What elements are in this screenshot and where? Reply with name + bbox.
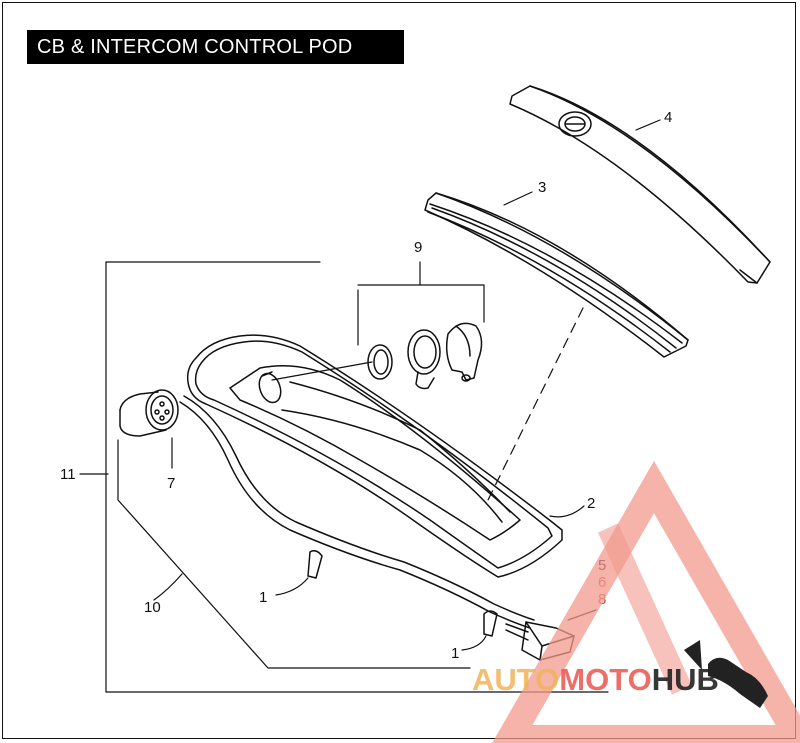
watermark-arrow-icon xyxy=(684,640,702,670)
part-3-ribbed-strip xyxy=(424,192,689,358)
watermark-triangle xyxy=(492,460,800,743)
callout-2: 2 xyxy=(587,495,595,512)
part-4-trim-strip xyxy=(509,85,771,284)
callout-1a: 1 xyxy=(259,589,267,606)
watermark-moto-icon xyxy=(708,657,768,708)
leader-lines xyxy=(79,119,661,693)
callout-3: 3 xyxy=(538,179,546,196)
part-7-round-connector xyxy=(119,389,179,437)
watermark-text-moto: MOTO xyxy=(559,662,651,697)
callout-labels: 1 1 2 3 4 5 6 7 8 9 10 11 xyxy=(60,109,672,662)
callout-4: 4 xyxy=(664,109,672,126)
watermark-text-auto: AUTO xyxy=(472,662,559,697)
part-9-ring-and-clips xyxy=(367,322,483,390)
part-2-pod-housing xyxy=(186,334,563,578)
watermark-text-hub: HUB xyxy=(652,662,719,697)
page-title: CB & INTERCOM CONTROL POD xyxy=(27,30,404,64)
part-10-wire-harness xyxy=(179,395,535,637)
callout-11: 11 xyxy=(60,466,76,483)
callout-7: 7 xyxy=(167,475,175,492)
callout-9: 9 xyxy=(414,239,422,256)
callout-10: 10 xyxy=(144,599,161,616)
watermark-logo: AUTOMOTOHUB xyxy=(472,460,800,743)
callout-1b: 1 xyxy=(451,645,459,662)
watermark-text: AUTOMOTOHUB xyxy=(472,662,719,697)
